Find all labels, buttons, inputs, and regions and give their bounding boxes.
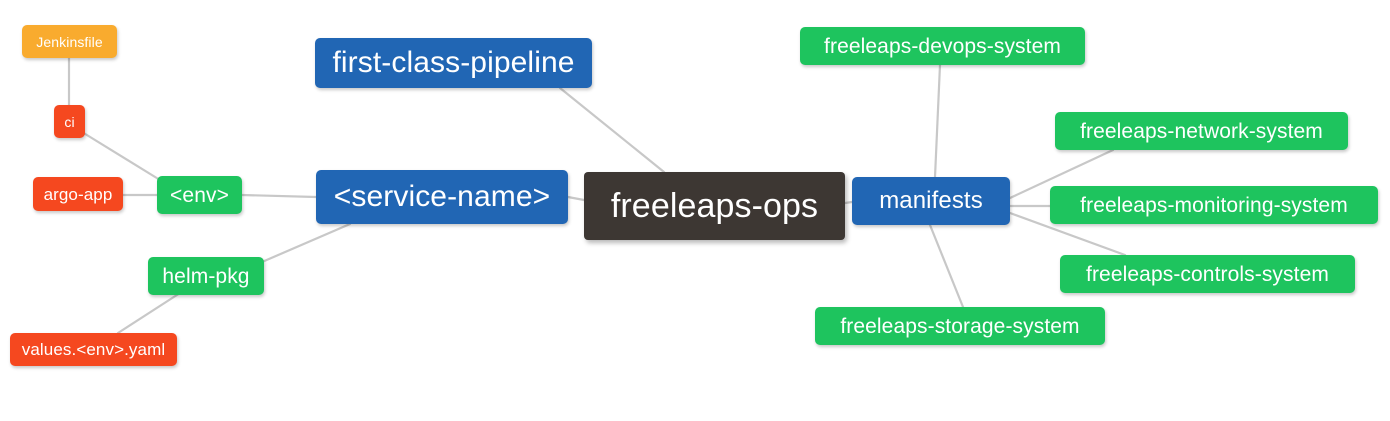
node-label: helm-pkg	[162, 264, 250, 288]
node-label: freeleaps-storage-system	[840, 314, 1080, 338]
node-label: argo-app	[43, 184, 113, 204]
node-values-env-yaml[interactable]: values.<env>.yaml	[10, 333, 177, 366]
node-freeleaps-network-system[interactable]: freeleaps-network-system	[1055, 112, 1348, 150]
node-label: first-class-pipeline	[332, 46, 575, 79]
edge-service_name-to-root	[566, 195, 586, 202]
node-jenkinsfile[interactable]: Jenkinsfile	[22, 25, 117, 58]
node-label: ci	[64, 113, 75, 130]
edge-helm_pkg-to-service_name	[260, 222, 352, 264]
node-freeleaps-monitoring-system[interactable]: freeleaps-monitoring-system	[1050, 186, 1378, 224]
node-freeleaps-devops-system[interactable]: freeleaps-devops-system	[800, 27, 1085, 65]
node-label: freeleaps-devops-system	[824, 34, 1061, 58]
node-freeleaps-ops[interactable]: freeleaps-ops	[584, 172, 845, 240]
node-env[interactable]: <env>	[157, 176, 242, 214]
edge-first_class_pipeline-to-root	[558, 86, 666, 174]
node-label: Jenkinsfile	[36, 33, 103, 50]
node-label: <service-name>	[333, 180, 551, 213]
edge-env-to-service_name	[240, 193, 318, 199]
edge-manifests-to-devops_system	[933, 63, 942, 179]
edge-values_yaml-to-helm_pkg	[116, 291, 182, 335]
node-label: freeleaps-network-system	[1080, 119, 1323, 143]
node-argo-app[interactable]: argo-app	[33, 177, 123, 211]
node-label: <env>	[170, 183, 229, 207]
node-freeleaps-controls-system[interactable]: freeleaps-controls-system	[1060, 255, 1355, 293]
edge-manifests-to-storage_system	[928, 223, 965, 309]
node-label: values.<env>.yaml	[21, 340, 166, 359]
edge-ci-to-env	[80, 130, 162, 182]
node-ci[interactable]: ci	[54, 105, 85, 138]
node-manifests[interactable]: manifests	[852, 177, 1010, 225]
node-freeleaps-storage-system[interactable]: freeleaps-storage-system	[815, 307, 1105, 345]
node-label: freeleaps-ops	[610, 187, 819, 225]
node-label: freeleaps-controls-system	[1086, 262, 1329, 286]
node-service-name[interactable]: <service-name>	[316, 170, 568, 224]
node-label: freeleaps-monitoring-system	[1080, 193, 1348, 217]
node-label: manifests	[879, 187, 983, 214]
edge-root-to-manifests	[843, 200, 854, 205]
node-helm-pkg[interactable]: helm-pkg	[148, 257, 264, 295]
node-first-class-pipeline[interactable]: first-class-pipeline	[315, 38, 592, 88]
